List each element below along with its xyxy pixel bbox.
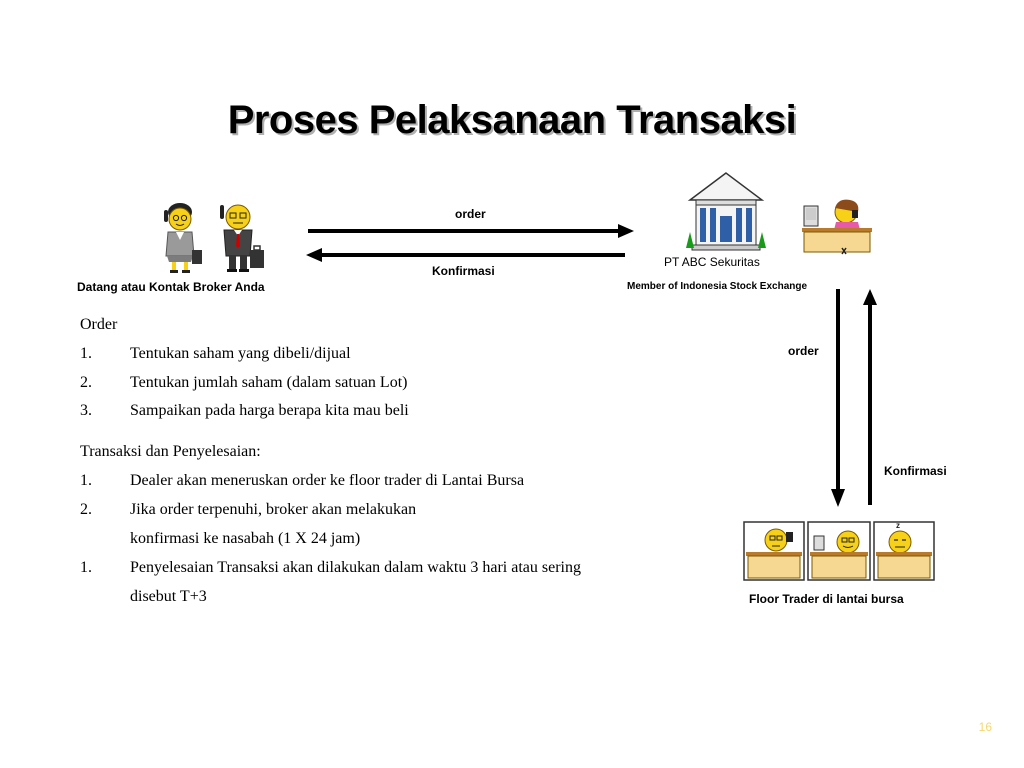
bottom-arrow-label: Konfirmasi [432,264,495,278]
broker-name: PT ABC Sekuritas [664,255,760,269]
settlement-item-continuation: konfirmasi ke nasabah (1 X 24 jam) [130,530,361,547]
order-item-text: Tentukan jumlah saham (dalam satuan Lot) [130,374,408,391]
order-item-number: 3. [80,402,92,419]
trader-booth-3-icon: z [873,521,935,581]
settlement-item-text: Jika order terpenuhi, broker akan melaku… [130,501,417,518]
settlement-item-continuation: disebut T+3 [130,588,207,605]
vertical-arrows [831,289,877,507]
dealer-desk-icon [802,199,872,255]
broker-member-label: Member of Indonesia Stock Exchange [627,281,808,292]
floor-traders-icon: z [743,521,935,581]
page-number: 16 [978,720,992,734]
man-figure-icon [220,204,264,272]
client-label: Datang atau Kontak Broker Anda [77,280,265,294]
client-people-icon [164,203,264,273]
order-arrow-down-icon [831,289,845,507]
order-arrow-right-icon [308,224,634,238]
trader-booth-1-icon [743,521,805,581]
trader-booth-2-icon [807,521,871,581]
order-item-text: Tentukan saham yang dibeli/dijual [130,345,351,362]
settlement-heading: Transaksi dan Penyelesaian: [80,443,261,460]
settlement-item-text: Penyelesaian Transaksi akan dilakukan da… [130,559,581,576]
order-item-text: Sampaikan pada harga berapa kita mau bel… [130,402,409,419]
slide-title: Proses Pelaksanaan Transaksi [227,98,797,142]
settlement-item-text: Dealer akan meneruskan order ke floor tr… [130,472,525,489]
top-arrow-label: order [455,207,486,221]
woman-figure-icon [164,203,202,273]
down-arrow-label: order [788,344,819,358]
settlement-item-number: 1. [80,559,92,576]
confirmation-arrow-left-icon [306,248,625,262]
order-item-number: 2. [80,374,92,391]
up-arrow-label: Konfirmasi [884,464,947,478]
order-heading: Order [80,316,118,333]
floor-trader-label: Floor Trader di lantai bursa [749,592,904,606]
horizontal-arrows [306,224,634,262]
order-item-number: 1. [80,345,92,362]
broker-building-icon [686,172,766,251]
svg-text:z: z [896,521,900,530]
settlement-item-number: 2. [80,501,92,518]
settlement-item-number: 1. [80,472,92,489]
confirmation-arrow-up-icon [863,289,877,505]
